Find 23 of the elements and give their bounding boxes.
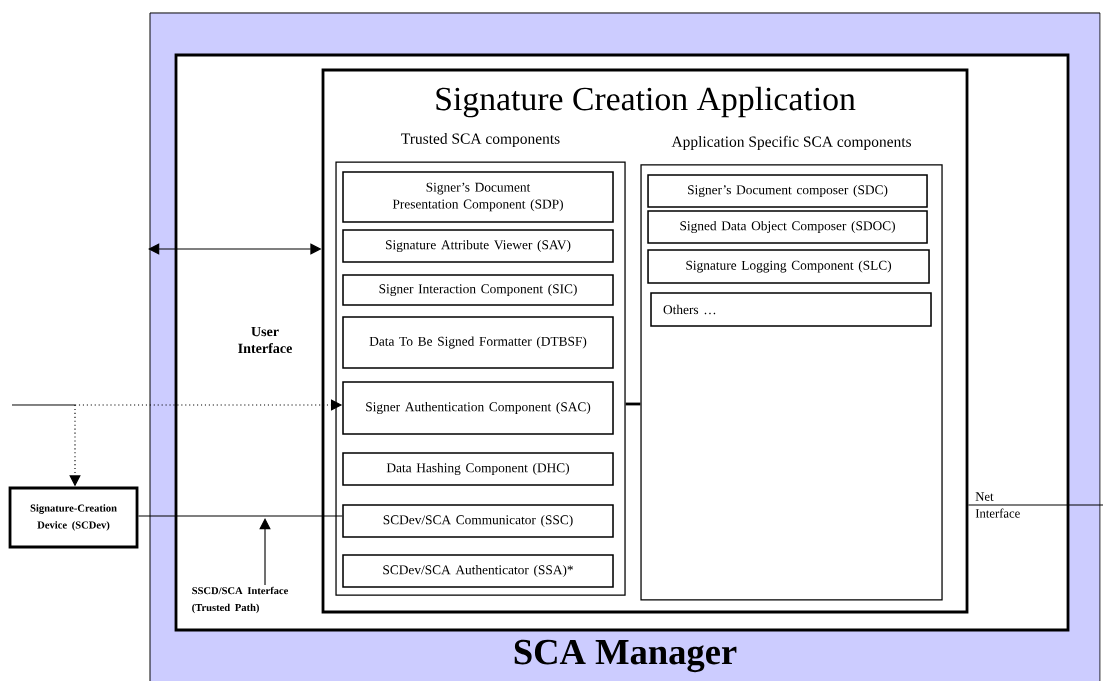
connector-line: [967, 504, 1103, 506]
node-label: Application Specific SCA components: [671, 135, 912, 151]
component-box: Signed Data Object Composer (SDOC): [647, 210, 928, 244]
connector-line: [137, 515, 343, 517]
arrow: [259, 518, 271, 586]
component-box: Signer Authentication Component (SAC): [342, 381, 614, 435]
connector-line: [11, 404, 76, 406]
component-box: Data Hashing Component (DHC): [342, 452, 614, 486]
component-box: SCDev/SCA Communicator (SSC): [342, 504, 614, 538]
component-box: SCDev/SCA Authenticator (SSA)*: [342, 554, 614, 588]
component-box: Others …: [650, 292, 932, 327]
component-box: Signer Interaction Component (SIC): [342, 274, 614, 306]
interface-label: Net Interface: [975, 492, 1020, 518]
interface-label: User Interface: [238, 326, 292, 354]
component-box: Signer’s Document composer (SDC): [647, 174, 928, 208]
connector-line: [625, 402, 641, 406]
device-box: Signature-Creation Device (SCDev): [8, 486, 139, 549]
component-box: Signer’s Document Presentation Component (SDP): [342, 171, 614, 223]
component-box: Signature Attribute Viewer (SAV): [342, 229, 614, 263]
component-box: Signature Logging Component (SLC): [647, 249, 930, 284]
node-label: Trusted SCA components: [401, 133, 560, 148]
interface-label: SSCD/SCA Interface (Trusted Path): [192, 586, 289, 614]
component-box: Data To Be Signed Formatter (DTBSF): [342, 316, 614, 369]
